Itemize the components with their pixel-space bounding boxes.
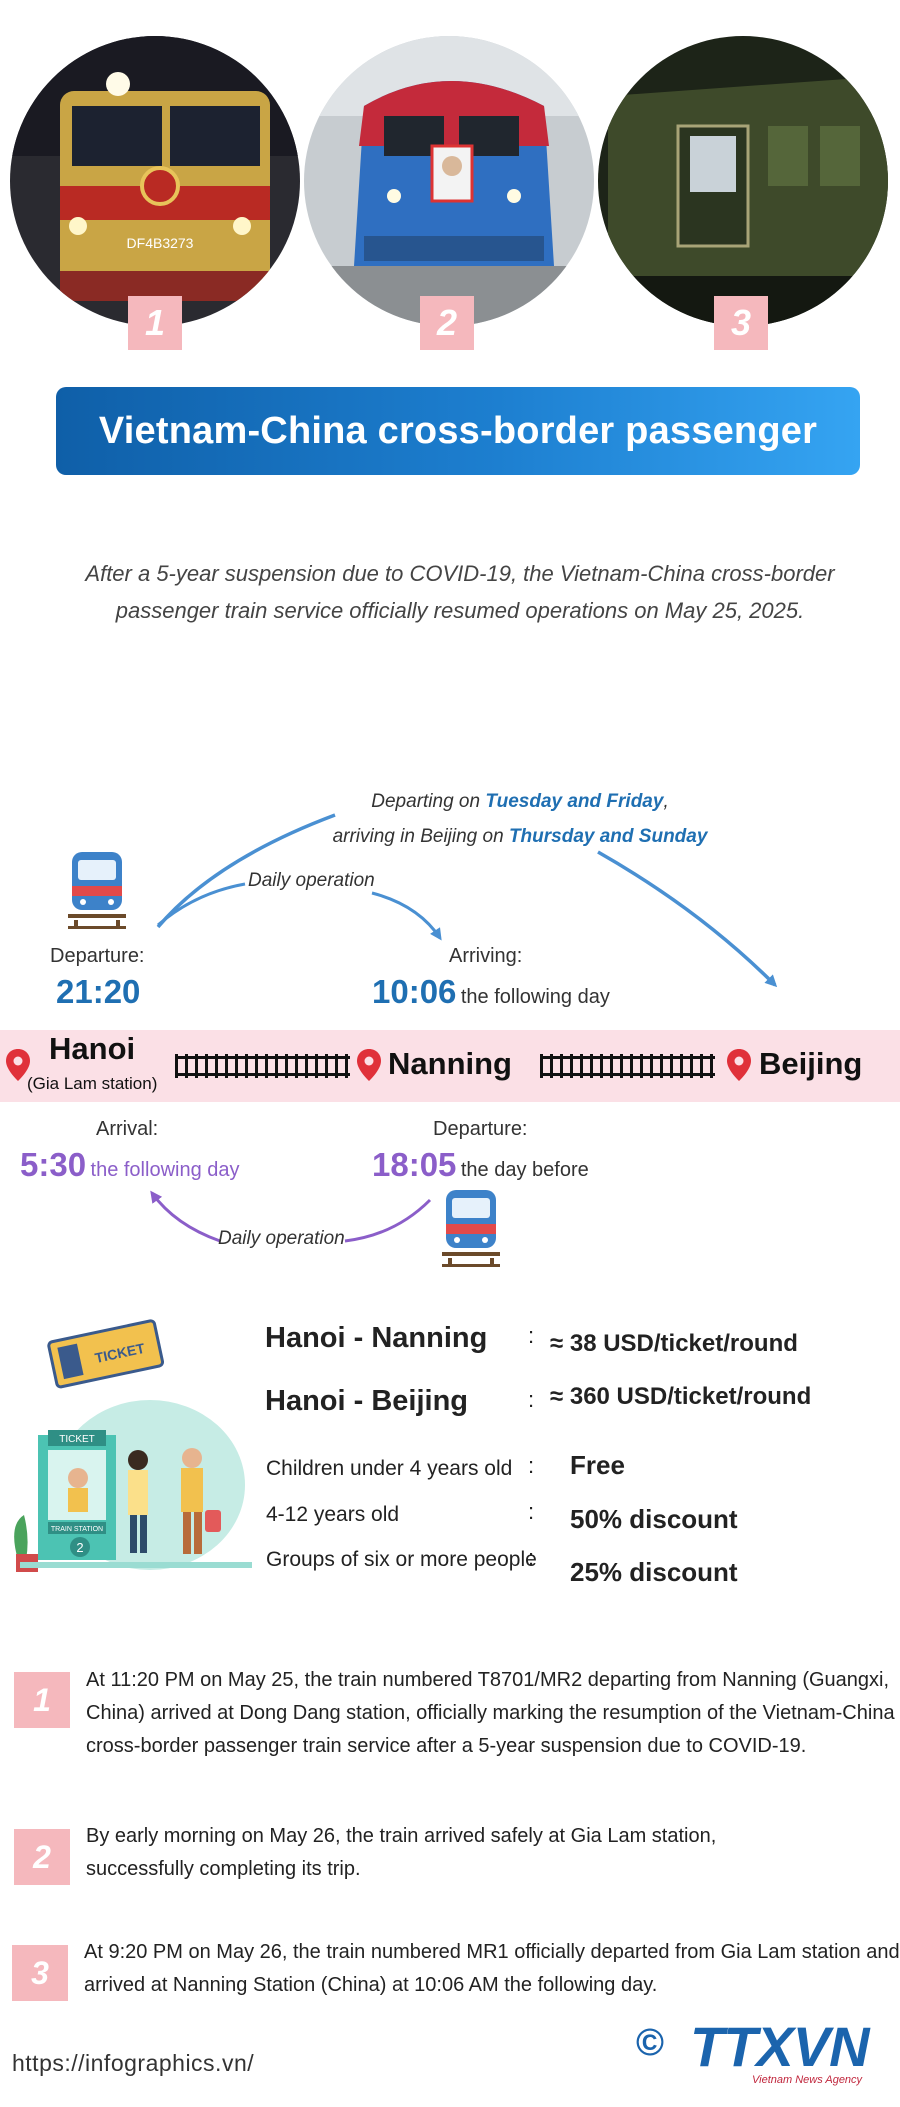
railway-track-1 xyxy=(175,1054,350,1078)
daily-operation-bottom: Daily operation xyxy=(218,1228,345,1249)
outbound-arriving-label: Arriving: xyxy=(449,945,523,967)
intro-text: After a 5-year suspension due to COVID-1… xyxy=(60,555,860,629)
route-arrows xyxy=(150,813,778,1243)
discount-value: 50% discount xyxy=(570,1504,738,1534)
arrow-to-beijing-end xyxy=(597,850,778,988)
discount-colon: : xyxy=(528,1453,535,1478)
note-text-1: At 11:20 PM on May 25, the train numbere… xyxy=(86,1664,895,1763)
beijing-note-prefix-1: Departing on xyxy=(371,791,486,812)
route-band xyxy=(0,1030,900,1102)
page-title: Vietnam-China cross-border passenger tra… xyxy=(56,387,860,540)
return-departure-label: Departure: xyxy=(433,1118,528,1140)
photo-passenger-car-3 xyxy=(598,36,888,326)
booth-sign: TICKET xyxy=(59,1434,95,1445)
return-departure: 18:05 the day before xyxy=(372,1146,589,1184)
return-departure-suffix: the day before xyxy=(460,1159,589,1181)
map-pin-icon xyxy=(357,1049,381,1081)
map-pin-icon xyxy=(6,1049,30,1081)
station-beijing: Beijing xyxy=(759,1046,863,1081)
station-hanoi: Hanoi xyxy=(49,1031,136,1066)
intro-line-1: After a 5-year suspension due to COVID-1… xyxy=(85,561,835,586)
beijing-schedule-note: Departing on Tuesday and Friday, arrivin… xyxy=(330,784,710,854)
arrow-daily-top-start xyxy=(157,882,246,927)
return-arrival-label: Arrival: xyxy=(96,1118,159,1140)
photo-locomotive-2 xyxy=(304,36,594,326)
station-nanning: Nanning xyxy=(388,1046,512,1081)
discount-category: Children under 4 years old xyxy=(266,1457,513,1480)
station-hanoi-sub: (Gia Lam station) xyxy=(27,1074,158,1093)
return-arrival-suffix: the following day xyxy=(90,1159,240,1181)
route-hanoi-beijing: Hanoi - Beijing xyxy=(265,1385,468,1417)
discount-colon: : xyxy=(528,1545,535,1570)
beijing-departure-days: Tuesday and Friday xyxy=(485,791,664,812)
photo-badge-2: 2 xyxy=(420,296,474,350)
beijing-note-suffix-1: , xyxy=(663,791,669,812)
outbound-arriving-suffix: the following day xyxy=(460,986,610,1008)
arrow-to-beijing-start xyxy=(156,813,336,929)
note-line: At 11:20 PM on May 25, the train numbere… xyxy=(86,1669,890,1691)
price-hanoi-nanning: ≈ 38 USD/ticket/round xyxy=(550,1330,798,1357)
note-number-2: 2 xyxy=(14,1829,70,1885)
footer-url[interactable]: https://infographics.vn/ xyxy=(12,2050,255,2076)
outbound-arriving: 10:06 the following day xyxy=(372,973,610,1011)
ticket-booth-illustration: TICKET TICKET TRAIN STATION 2 xyxy=(14,1319,252,1572)
return-departure-time: 18:05 xyxy=(372,1146,457,1183)
return-arrival: 5:30 the following day xyxy=(20,1146,240,1184)
discount-category: Groups of six or more people xyxy=(266,1548,537,1571)
photo-badge-3: 3 xyxy=(714,296,768,350)
note-line: At 9:20 PM on May 26, the train numbered… xyxy=(84,1941,900,1963)
note-number-3: 3 xyxy=(12,1945,68,2001)
note-line: cross-border passenger train service aft… xyxy=(86,1735,807,1757)
train-icon-outbound xyxy=(68,852,126,929)
booth-number: 2 xyxy=(76,1540,83,1555)
route-hanoi-nanning: Hanoi - Nanning xyxy=(265,1322,488,1354)
arrow-daily-top-end xyxy=(371,891,442,941)
railway-track-2 xyxy=(540,1054,715,1078)
outbound-arriving-time: 10:06 xyxy=(372,973,457,1010)
arrow-daily-bottom-end xyxy=(150,1190,221,1243)
route-colon: : xyxy=(528,1323,535,1348)
train-icon-return xyxy=(442,1190,500,1267)
discount-value: 25% discount xyxy=(570,1557,738,1587)
outbound-departure-label: Departure: xyxy=(50,945,145,967)
daily-operation-top: Daily operation xyxy=(248,870,375,891)
beijing-note-prefix-2: arriving in Beijing on xyxy=(332,826,509,847)
ticket-icon: TICKET xyxy=(47,1319,165,1389)
note-line: successfully completing its trip. xyxy=(86,1858,361,1880)
note-number-1: 1 xyxy=(14,1672,70,1728)
arrow-daily-bottom-start xyxy=(344,1198,432,1243)
price-hanoi-beijing: ≈ 360 USD/ticket/round xyxy=(550,1383,812,1410)
ttxvn-logo: TTXVN xyxy=(690,2015,870,2078)
ttxvn-logo-sub: Vietnam News Agency xyxy=(752,2074,863,2086)
photo-locomotive-1: DF4B3273 xyxy=(10,36,300,326)
beijing-arrival-days: Thursday and Sunday xyxy=(508,826,708,847)
note-text-3: At 9:20 PM on May 26, the train numbered… xyxy=(84,1936,900,2002)
copyright-icon: © xyxy=(636,2022,664,2064)
discount-category: 4-12 years old xyxy=(266,1503,400,1526)
return-arrival-time: 5:30 xyxy=(20,1146,87,1183)
intro-line-2: passenger train service officially resum… xyxy=(115,598,805,623)
note-line: By early morning on May 26, the train ar… xyxy=(86,1825,717,1847)
note-line: arrived at Nanning Station (China) at 10… xyxy=(84,1974,658,1996)
discount-colon: : xyxy=(528,1499,535,1524)
photo-badge-1: 1 xyxy=(128,296,182,350)
locomotive-plate: DF4B3273 xyxy=(127,235,194,251)
outbound-departure-time: 21:20 xyxy=(56,973,141,1010)
note-text-2: By early morning on May 26, the train ar… xyxy=(86,1820,716,1886)
map-pin-icon xyxy=(727,1049,751,1081)
station-sign: TRAIN STATION xyxy=(51,1526,103,1533)
note-line: China) arrived at Dong Dang station, off… xyxy=(86,1702,895,1724)
discount-value: Free xyxy=(570,1450,625,1480)
route-colon: : xyxy=(528,1387,535,1412)
